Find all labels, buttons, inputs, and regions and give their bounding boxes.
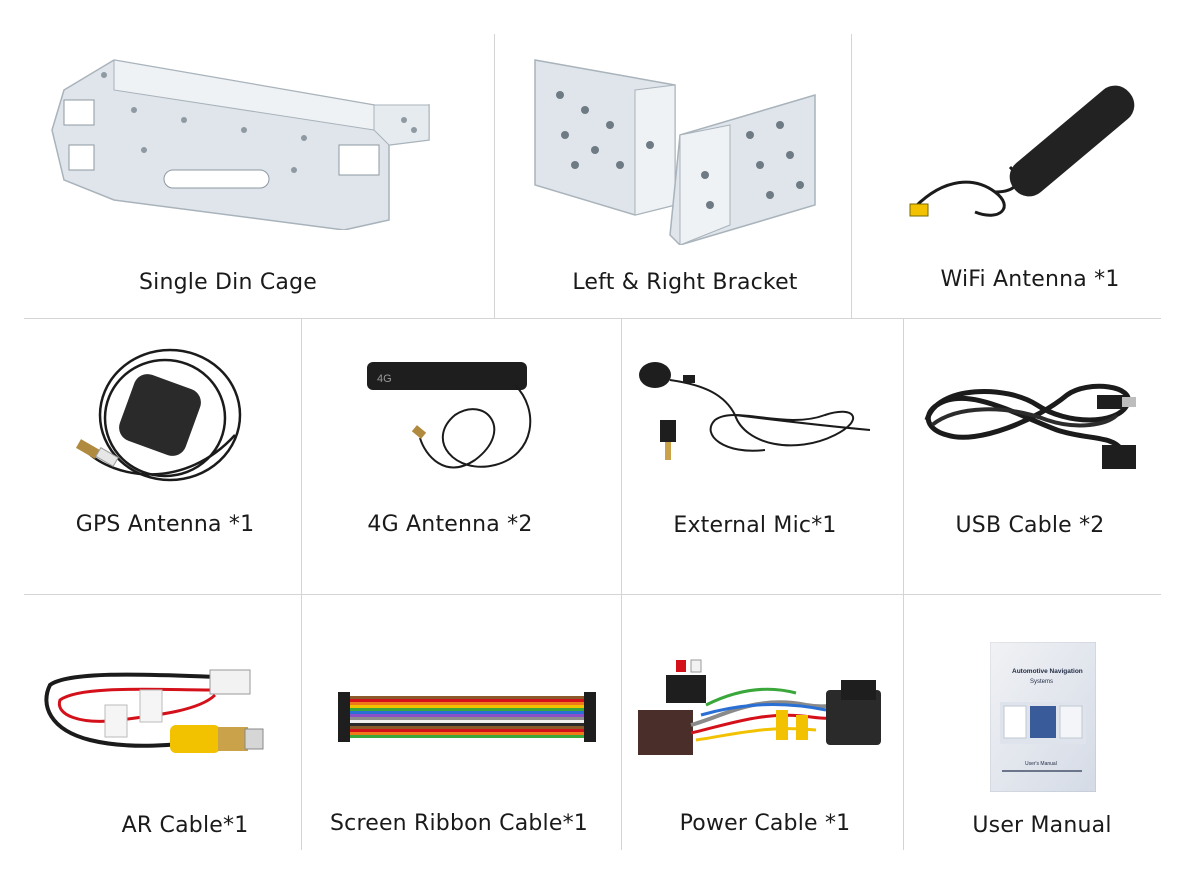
gps-antenna-label: GPS Antenna *1	[75, 512, 255, 537]
4g-antenna-label: 4G Antenna *2	[367, 512, 533, 537]
gps-antenna-image	[75, 340, 255, 500]
divider-v-row3-b	[621, 594, 622, 850]
divider-v-row2-b	[621, 318, 622, 594]
usb-cable-label: USB Cable *2	[955, 513, 1105, 538]
ar-cable-image	[40, 665, 275, 770]
single-din-cage-label: Single Din Cage	[139, 270, 317, 295]
divider-v-row2-c	[903, 318, 904, 594]
left-right-bracket-label: Left & Right Bracket	[572, 270, 798, 295]
usb-cable-image	[917, 375, 1142, 475]
4g-mark-text: 4G	[377, 373, 392, 385]
4g-antenna-image: 4G	[365, 360, 555, 480]
wifi-antenna-image	[905, 82, 1145, 232]
divider-v-row1-b	[851, 34, 852, 318]
left-right-bracket-image	[530, 55, 820, 245]
single-din-cage-image	[44, 50, 434, 230]
user-manual-label: User Manual	[972, 813, 1112, 838]
manual-cover-title-line2: Systems	[1030, 679, 1053, 685]
power-cable-label: Power Cable *1	[679, 811, 851, 836]
screen-ribbon-cable-label: Screen Ribbon Cable*1	[329, 811, 588, 836]
manual-cover-subtitle: User's Manual	[1025, 761, 1057, 767]
wifi-antenna-label: WiFi Antenna *1	[940, 267, 1120, 292]
external-mic-label: External Mic*1	[673, 513, 837, 538]
ar-cable-label: AR Cable*1	[121, 813, 249, 838]
external-mic-image	[635, 355, 875, 470]
divider-h-row2	[24, 594, 1161, 595]
user-manual-image: Automotive Navigation Systems User's Man…	[990, 642, 1096, 792]
divider-h-row1	[24, 318, 1161, 319]
divider-v-row2-a	[301, 318, 302, 594]
screen-ribbon-cable-image	[338, 688, 596, 746]
divider-v-row3-a	[301, 594, 302, 850]
manual-cover-title-line1: Automotive Navigation	[1012, 668, 1083, 675]
power-cable-image	[636, 655, 891, 765]
divider-v-row1-a	[494, 34, 495, 318]
divider-v-row3-c	[903, 594, 904, 850]
